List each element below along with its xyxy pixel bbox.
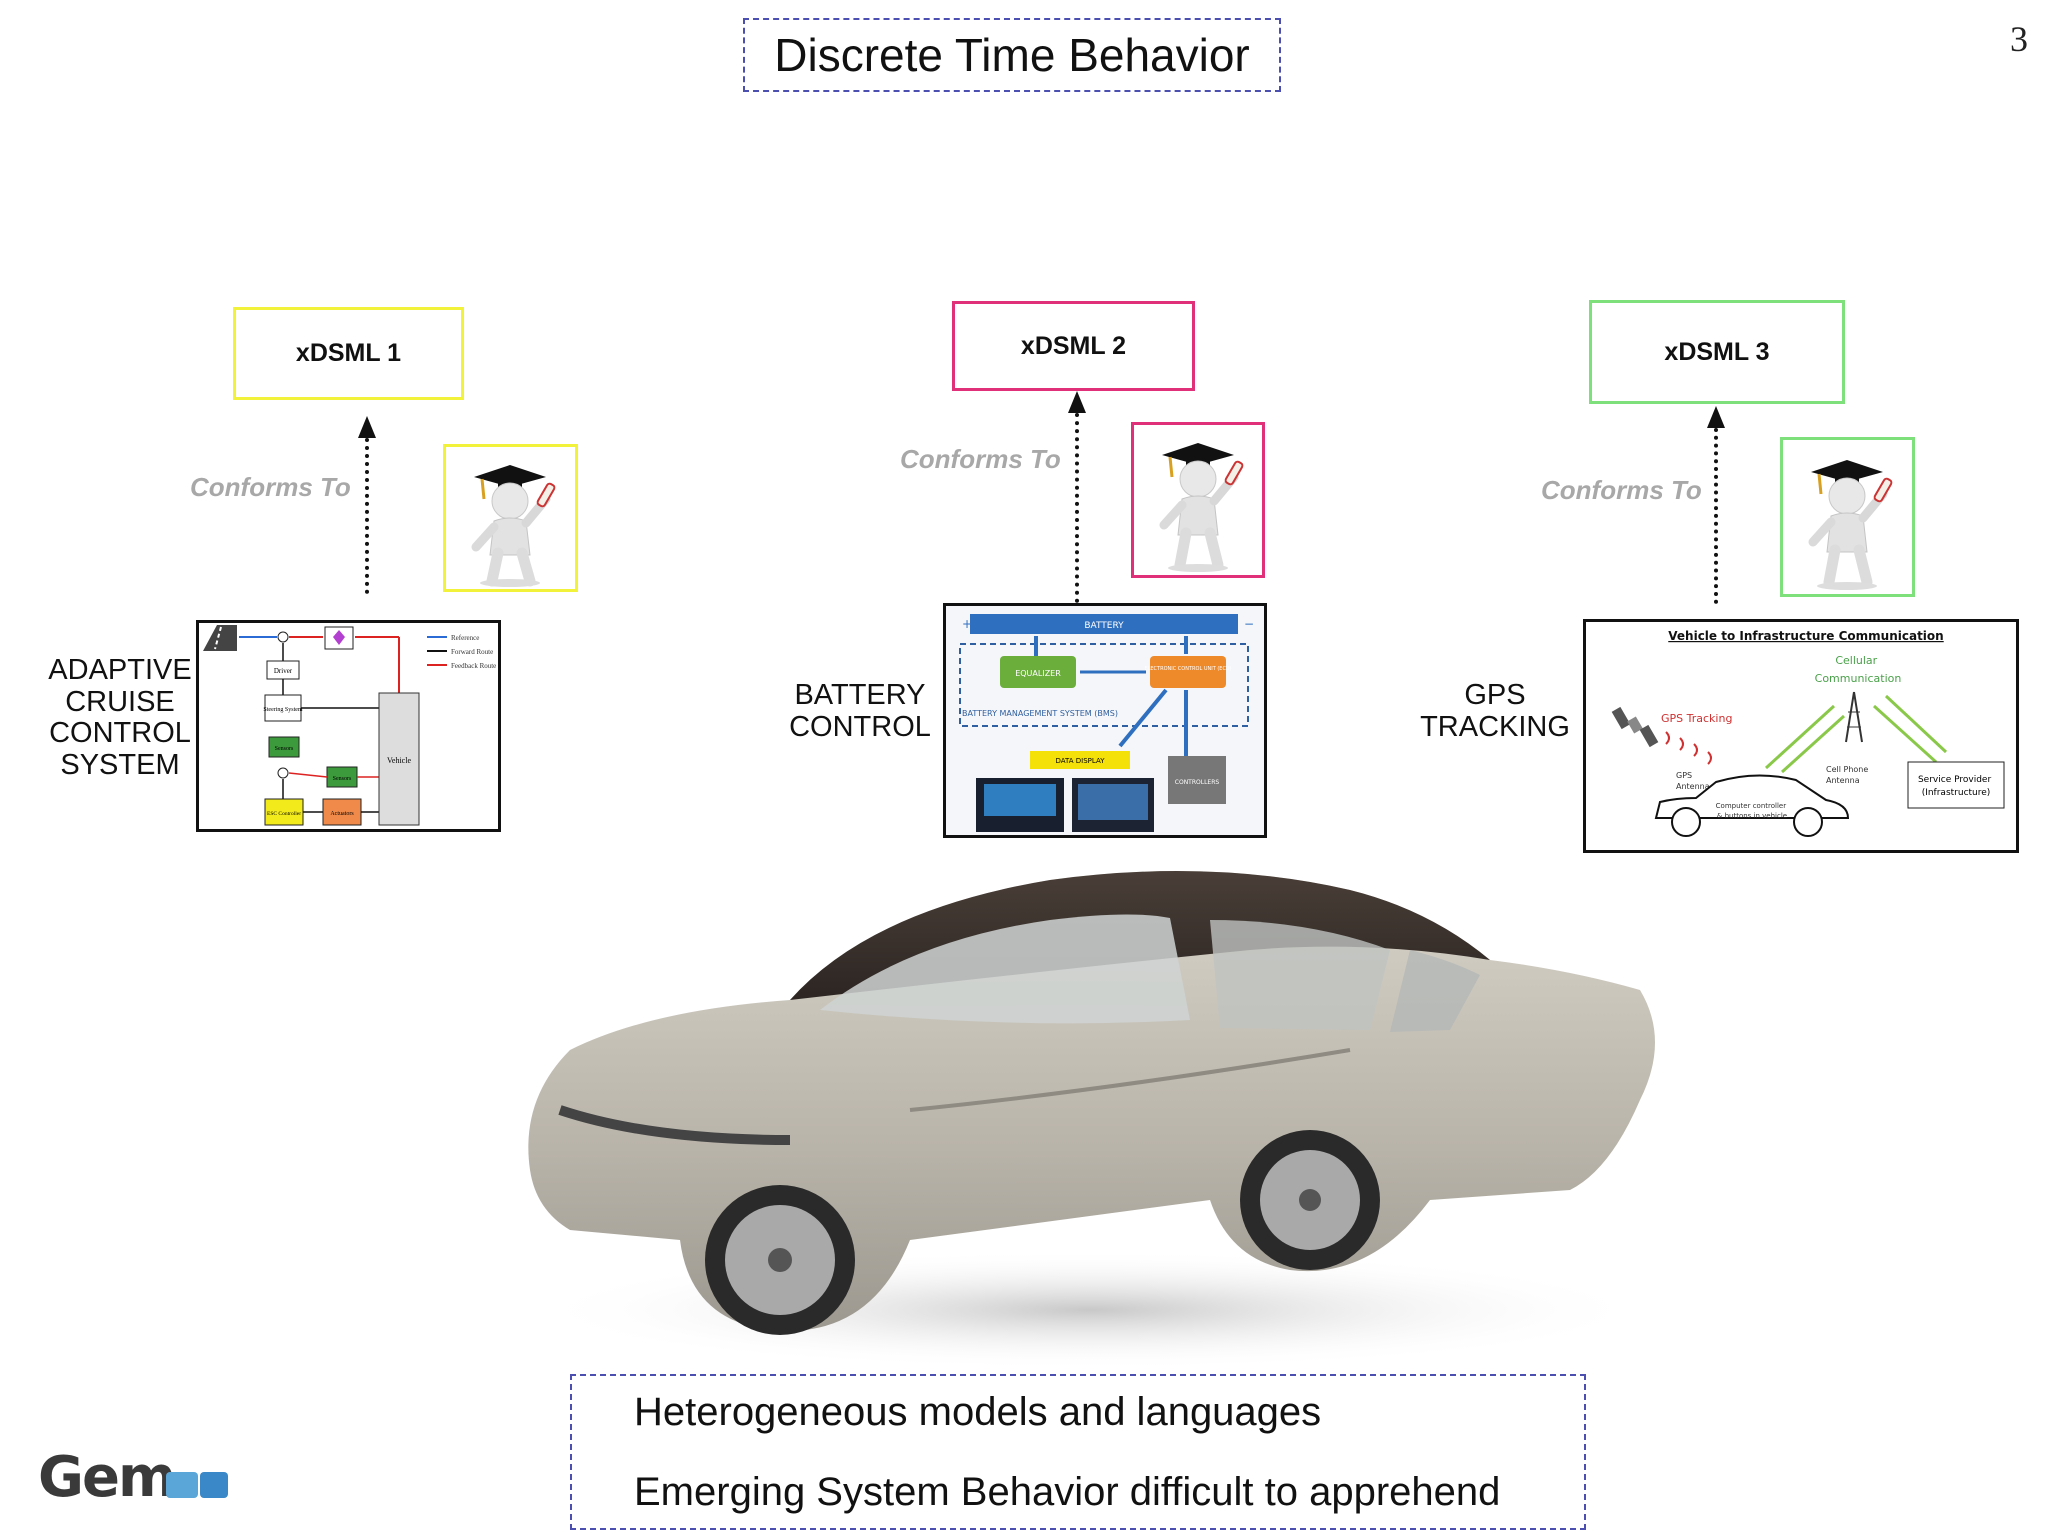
data-display-label: DATA DISPLAY — [1056, 757, 1106, 765]
summary-box: Heterogeneous models and languages Emerg… — [570, 1374, 1586, 1530]
satellite-icon — [1611, 706, 1659, 748]
gps-diagram: Vehicle to Infrastructure Communication … — [1583, 619, 2019, 853]
conforms-arrow-2 — [1075, 413, 1079, 603]
conforms-arrow-1 — [365, 438, 369, 594]
graduate-figure-1 — [443, 444, 578, 592]
block-actuators: Actuators — [330, 811, 354, 817]
summary-line-2: Emerging System Behavior difficult to ap… — [634, 1470, 1501, 1514]
graduate-figure-3 — [1780, 437, 1915, 597]
graduate-icon — [471, 465, 556, 587]
legend-reference: Reference — [451, 634, 479, 642]
xdsml-3-label: xDSML 3 — [1664, 337, 1770, 366]
legend-feedback: Feedback Route — [451, 662, 496, 670]
xdsml-1-box: xDSML 1 — [233, 307, 464, 400]
battery-diagram: + − BATTERY EQUALIZER ELECTRONIC CONTROL… — [943, 603, 1267, 838]
gps-tracking-label: GPS Tracking — [1661, 712, 1732, 725]
equalizer-label: EQUALIZER — [1015, 669, 1061, 678]
slide-title: Discrete Time Behavior — [743, 18, 1281, 92]
block-esc: ESC Controller — [267, 811, 301, 817]
graduate-icon — [1808, 460, 1893, 590]
block-sensors-1: Sensors — [275, 746, 294, 752]
car-image — [490, 840, 1690, 1380]
provider-label: Service Provider (Infrastructure) — [1918, 775, 1994, 798]
xdsml-2-label: xDSML 2 — [1020, 331, 1127, 360]
conforms-to-label-3: Conforms To — [1541, 475, 1702, 505]
arrowhead-icon — [358, 416, 376, 438]
cell-antenna-label: Cell Phone Antenna — [1826, 765, 1871, 785]
svg-text:+: + — [962, 617, 972, 631]
block-sensors-2: Sensors — [333, 776, 352, 782]
summary-line-1: Heterogeneous models and languages — [634, 1390, 1322, 1434]
cell-tower-icon — [1845, 691, 1863, 743]
conforms-to-label-2: Conforms To — [900, 444, 1061, 474]
block-vehicle: Vehicle — [387, 756, 411, 765]
graduate-figure-2 — [1131, 422, 1265, 578]
svg-text:−: − — [1244, 617, 1254, 631]
system-label-3: GPS TRACKING — [1420, 679, 1570, 743]
block-driver: Driver — [274, 667, 293, 675]
page-number: 3 — [2010, 19, 2028, 59]
acc-diagram: Reference Forward Route Feedback Route D… — [196, 620, 501, 832]
xdsml-2-box: xDSML 2 — [952, 301, 1195, 391]
block-steering: Steering System — [263, 707, 302, 713]
ecu-label: ELECTRONIC CONTROL UNIT (ECU) — [1144, 666, 1231, 672]
arrowhead-icon — [1068, 391, 1086, 413]
gemoc-logo: Gem — [38, 1444, 248, 1512]
conforms-arrow-3 — [1714, 428, 1718, 604]
system-label-2: BATTERY CONTROL — [789, 679, 931, 743]
xdsml-1-label: xDSML 1 — [295, 339, 402, 367]
bms-label: BATTERY MANAGEMENT SYSTEM (BMS) — [962, 709, 1118, 718]
gps-diagram-title: Vehicle to Infrastructure Communication — [1668, 629, 1943, 643]
battery-label: BATTERY — [1084, 621, 1124, 631]
legend-forward: Forward Route — [451, 648, 493, 656]
gps-antenna-label: GPS Antenna — [1676, 771, 1710, 791]
xdsml-3-box: xDSML 3 — [1589, 300, 1845, 404]
controllers-label: CONTROLLERS — [1175, 779, 1220, 786]
cellular-label: Cellular Communication — [1815, 654, 1902, 685]
system-label-1: ADAPTIVE CRUISE CONTROL SYSTEM — [48, 654, 192, 781]
svg-text:Gem: Gem — [38, 1445, 174, 1510]
arrowhead-icon — [1707, 406, 1725, 428]
graduate-icon — [1159, 443, 1244, 572]
computer-label: Computer controller & buttons in vehicle — [1716, 802, 1789, 820]
conforms-to-label-1: Conforms To — [190, 472, 351, 502]
